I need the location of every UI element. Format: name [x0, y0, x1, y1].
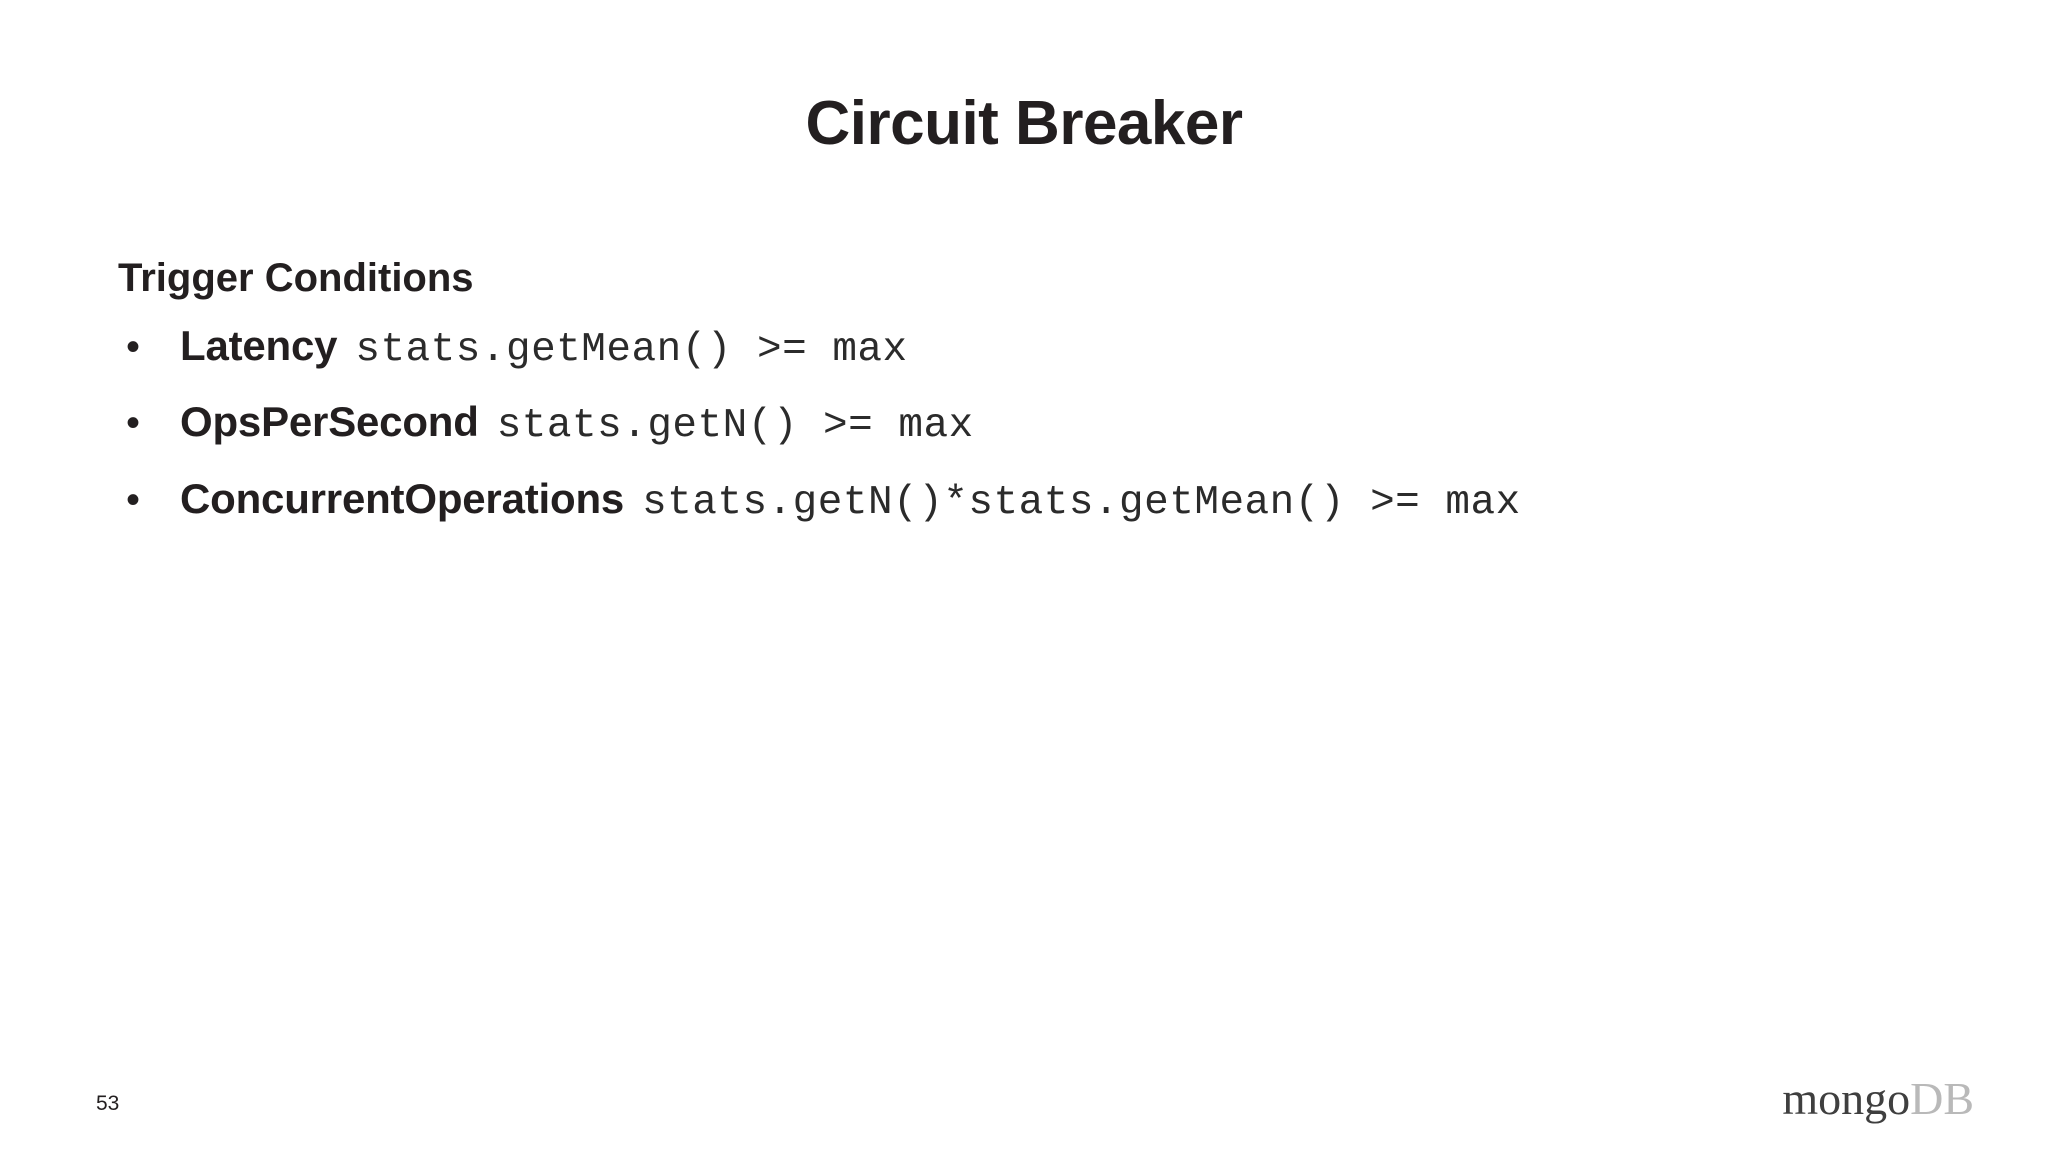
condition-label: Latency: [180, 322, 338, 369]
logo-primary-text: mongo: [1782, 1073, 1911, 1124]
condition-expression: stats.getN() >= max: [496, 403, 974, 450]
condition-expression: stats.getMean() >= max: [355, 327, 908, 373]
condition-label: OpsPerSecond: [180, 398, 479, 446]
list-item: • OpsPerSecond stats.getN() >= max: [118, 395, 1958, 453]
condition-label: ConcurrentOperations: [180, 474, 625, 522]
condition-expression: stats.getN()*stats.getMean() >= max: [642, 479, 1521, 526]
bullet-dot-icon: •: [126, 325, 141, 369]
bullet-dot-icon: •: [126, 401, 141, 446]
bullet-dot-icon: •: [126, 477, 141, 522]
section-header: Trigger Conditions: [118, 256, 474, 300]
page-title: Circuit Breaker: [805, 88, 1243, 158]
slide-body: Trigger Conditions • Latency stats.getMe…: [118, 255, 1958, 548]
trigger-conditions-list: • Latency stats.getMean() >= max • OpsPe…: [118, 319, 1958, 530]
logo-secondary-text: DB: [1910, 1073, 1974, 1124]
list-item: • ConcurrentOperations stats.getN()*stat…: [118, 472, 1958, 530]
mongodb-logo: mongoDB: [1782, 1076, 1974, 1122]
list-item: • Latency stats.getMean() >= max: [118, 319, 1958, 377]
page-number: 53: [96, 1092, 120, 1115]
